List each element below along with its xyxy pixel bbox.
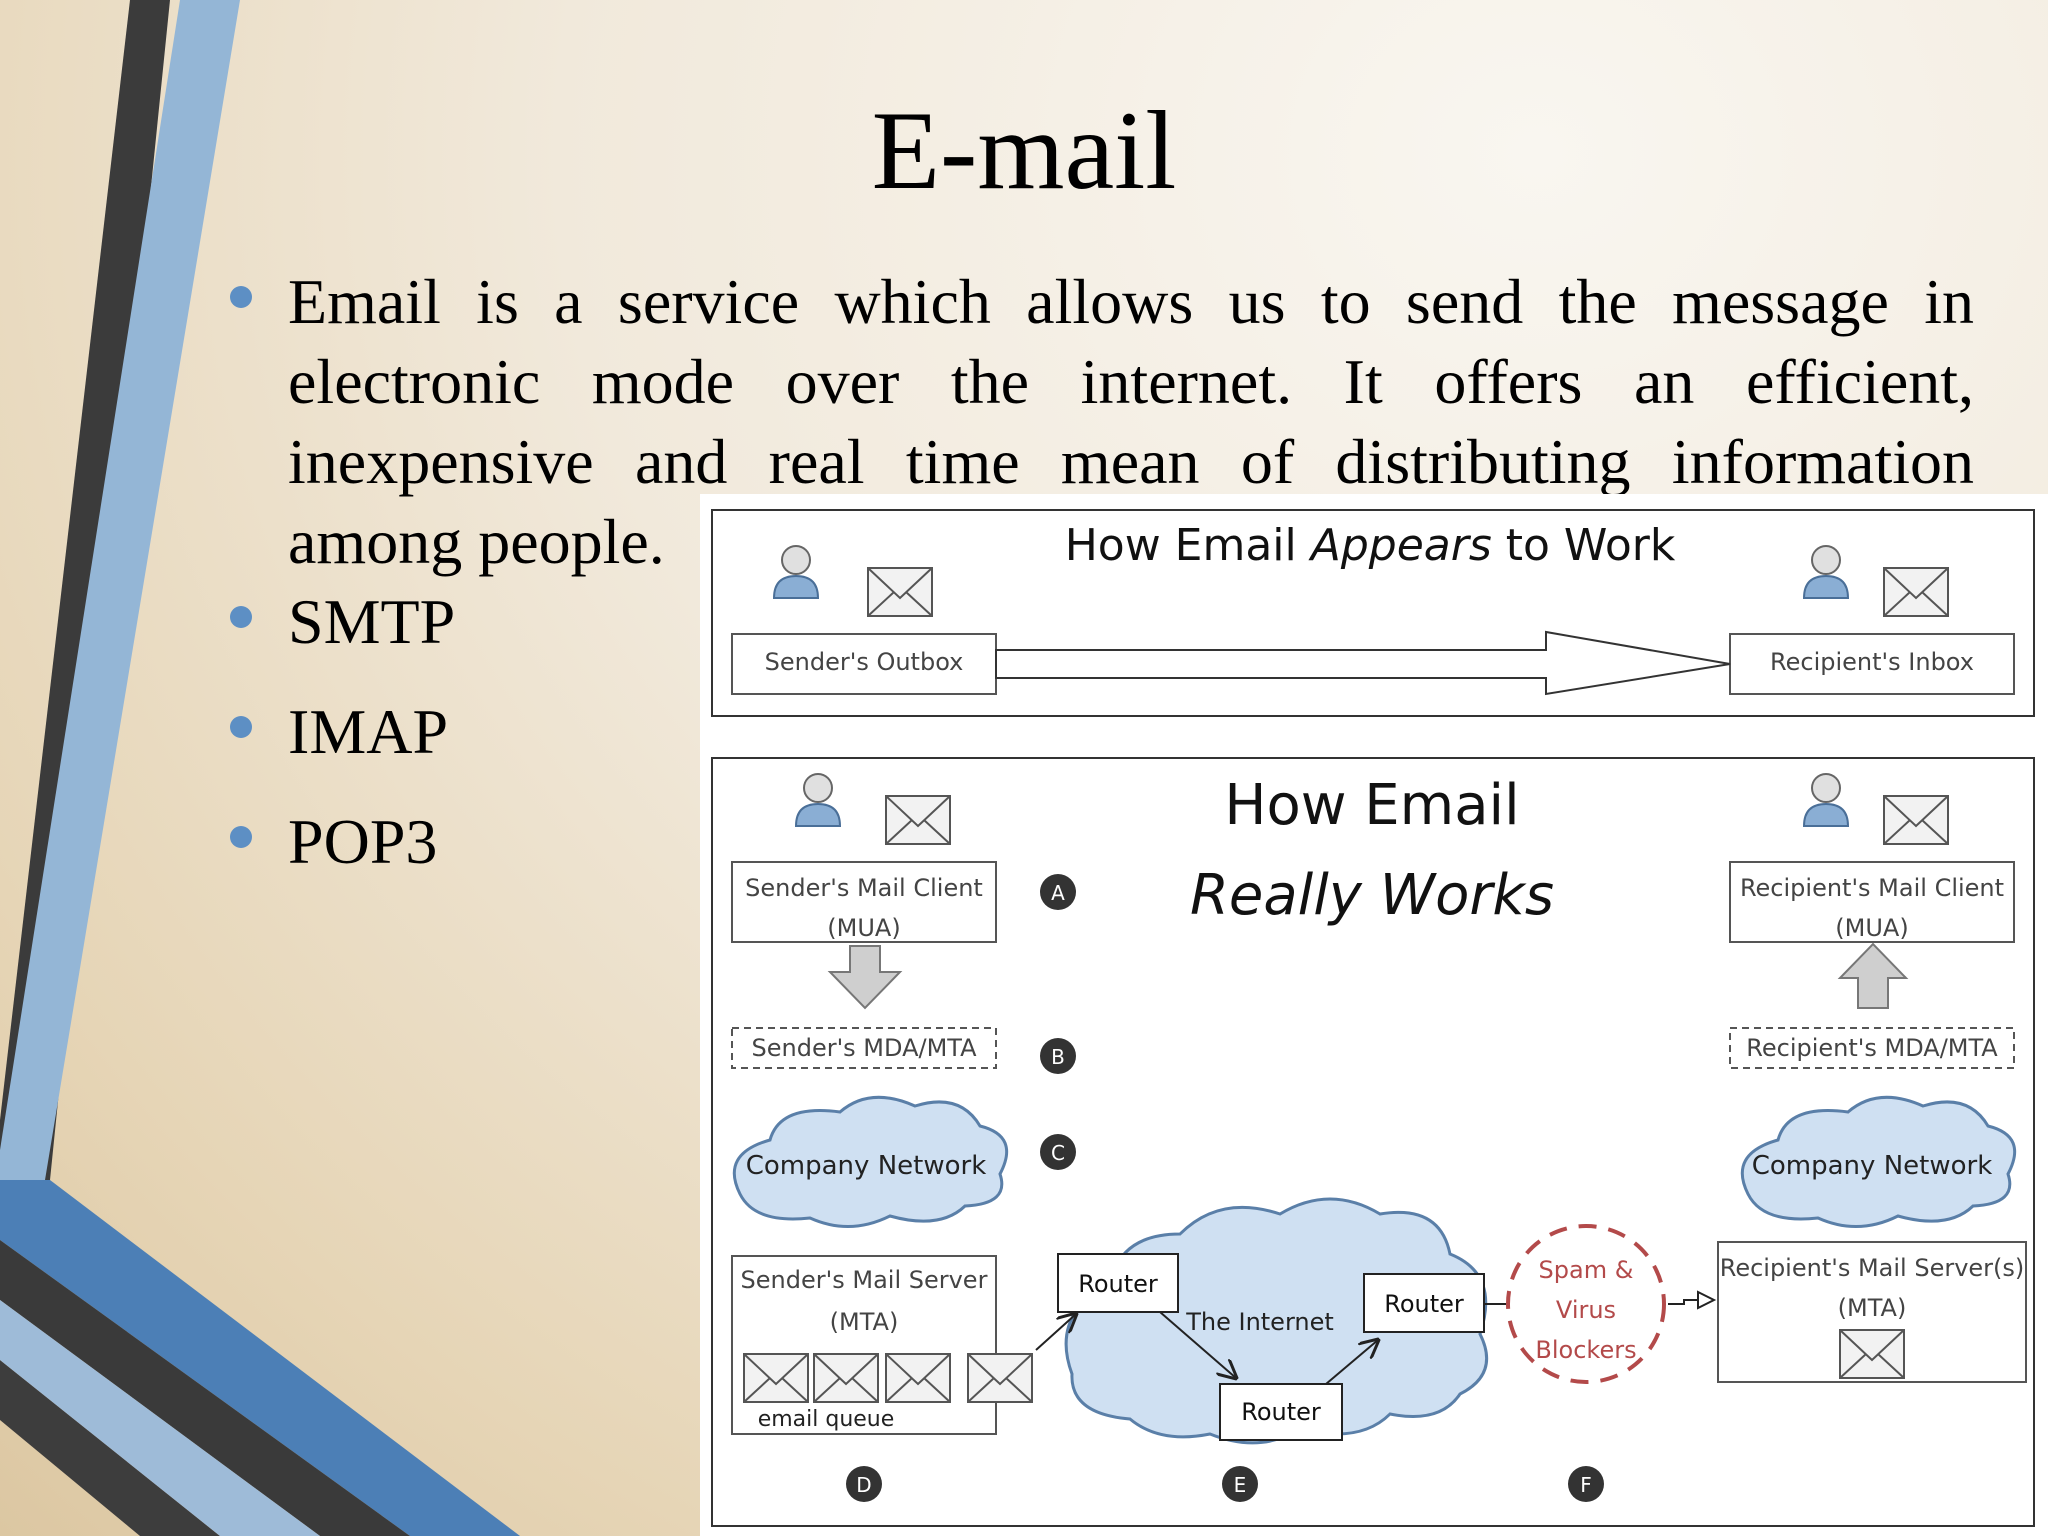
company-network-cloud-left xyxy=(732,1095,1009,1228)
bottom-panel-title-line2: Really Works xyxy=(1190,863,1554,928)
slide-title: E-mail xyxy=(871,89,1177,213)
bullet-text: POP3 xyxy=(288,806,438,877)
router-label-3: Router xyxy=(1241,1398,1321,1426)
recipient-mda-box xyxy=(1729,1027,2015,1069)
spam-blocker-ring xyxy=(1506,1224,1666,1384)
router-box-1 xyxy=(1057,1253,1179,1313)
bullet-dot-icon xyxy=(230,826,252,848)
senders-outbox-box xyxy=(731,633,997,695)
queue-envelope-icon-1 xyxy=(743,1353,809,1403)
bullet-item-imap: IMAP xyxy=(228,692,1974,772)
recipient-envelope-icon xyxy=(1883,567,1949,617)
sender-mail-client-label: Sender's Mail Client xyxy=(745,874,983,902)
recipient-mail-client-box xyxy=(1729,861,2015,943)
senders-outbox-label: Sender's Outbox xyxy=(765,648,964,676)
sender-mail-client-sublabel: (MUA) xyxy=(827,914,900,942)
company-network-left-label: Company Network xyxy=(746,1151,987,1181)
company-network-right-label: Company Network xyxy=(1752,1151,1993,1181)
sender-mail-server-sublabel: (MTA) xyxy=(830,1308,899,1336)
arrow-envelope-router1 xyxy=(1035,1314,1076,1351)
email-diagram: How Email Appears to Work Sender's Outbo… xyxy=(700,494,2048,1536)
svg-text:B: B xyxy=(1051,1045,1065,1069)
recipients-inbox-box xyxy=(1729,633,2015,695)
bullet-item-smtp: SMTP xyxy=(228,582,1974,662)
marker-f-icon: F xyxy=(1568,1466,1604,1502)
outgoing-envelope-icon xyxy=(967,1353,1033,1403)
bullet-item-email-description: Email is a service which allows us to se… xyxy=(228,262,1974,582)
router-label-1: Router xyxy=(1078,1270,1158,1298)
recipients-inbox-label: Recipient's Inbox xyxy=(1770,648,1974,676)
bottom-panel-title-line1: How Email xyxy=(1224,773,1519,838)
direct-arrow xyxy=(995,630,1731,696)
sender-mail-server-label: Sender's Mail Server xyxy=(741,1266,988,1294)
internet-label: The Internet xyxy=(1185,1308,1334,1336)
blue-stripe-diagonal xyxy=(0,1180,520,1536)
spam-label-line2: Virus xyxy=(1556,1296,1616,1324)
company-network-cloud-right xyxy=(1740,1095,2017,1228)
bullet-dot-icon xyxy=(230,716,252,738)
bullet-text: SMTP xyxy=(288,586,456,657)
svg-text:E: E xyxy=(1234,1473,1247,1497)
recipient-mail-client-sublabel: (MUA) xyxy=(1835,914,1908,942)
up-arrow-icon xyxy=(1837,942,1909,1009)
sender-envelope-icon-2 xyxy=(885,795,951,845)
bullet-text: IMAP xyxy=(288,696,449,767)
router-label-2: Router xyxy=(1384,1290,1464,1318)
recipient-envelope-icon-2 xyxy=(1883,795,1949,845)
spam-label-line3: Blockers xyxy=(1535,1336,1636,1364)
bullet-dot-icon xyxy=(230,606,252,628)
svg-text:A: A xyxy=(1051,881,1065,905)
router-box-2 xyxy=(1363,1273,1485,1333)
recipient-mda-label: Recipient's MDA/MTA xyxy=(1746,1034,1998,1062)
spam-label-line1: Spam & xyxy=(1539,1256,1634,1284)
bullet-dot-icon xyxy=(230,286,252,308)
marker-a-icon: A xyxy=(1040,874,1076,910)
recipient-mail-client-label: Recipient's Mail Client xyxy=(1740,874,2004,902)
bullet-item-pop3: POP3 xyxy=(228,802,1974,882)
recipient-mail-server-label: Recipient's Mail Server(s) xyxy=(1720,1254,2025,1282)
svg-text:F: F xyxy=(1580,1473,1592,1497)
email-queue-label: email queue xyxy=(758,1407,895,1432)
queue-envelope-icon-3 xyxy=(885,1353,951,1403)
router-box-3 xyxy=(1219,1383,1343,1441)
bullet-list: Email is a service which allows us to se… xyxy=(228,262,1974,882)
light-stripe-vertical xyxy=(0,0,240,1180)
sender-envelope-icon xyxy=(867,567,933,617)
svg-text:C: C xyxy=(1051,1141,1065,1165)
queue-envelope-icon-2 xyxy=(813,1353,879,1403)
sender-mail-server-box xyxy=(731,1255,997,1435)
recipient-server-envelope-icon xyxy=(1839,1329,1905,1379)
marker-c-icon: C xyxy=(1040,1134,1076,1170)
sender-mda-label: Sender's MDA/MTA xyxy=(752,1034,978,1062)
sender-mda-box xyxy=(731,1027,997,1069)
spam-to-server-arrow xyxy=(1668,1299,1698,1305)
arrow-router1-router3 xyxy=(1159,1311,1236,1378)
marker-d-icon: D xyxy=(846,1466,882,1502)
svg-text:D: D xyxy=(856,1473,871,1497)
recipient-mail-server-sublabel: (MTA) xyxy=(1838,1294,1907,1322)
top-panel-title: How Email Appears to Work xyxy=(1065,520,1676,571)
marker-b-icon: B xyxy=(1040,1038,1076,1074)
bullet-text: Email is a service which allows us to se… xyxy=(288,266,1974,577)
down-arrow-icon xyxy=(827,945,903,1010)
light-stripe-diagonal xyxy=(0,1300,320,1536)
dark-stripe-diagonal xyxy=(0,1240,410,1536)
marker-e-icon: E xyxy=(1222,1466,1258,1502)
spam-to-server-arrowhead xyxy=(1697,1290,1717,1310)
sender-mail-client-box xyxy=(731,861,997,943)
arrow-router3-router2 xyxy=(1325,1340,1378,1385)
